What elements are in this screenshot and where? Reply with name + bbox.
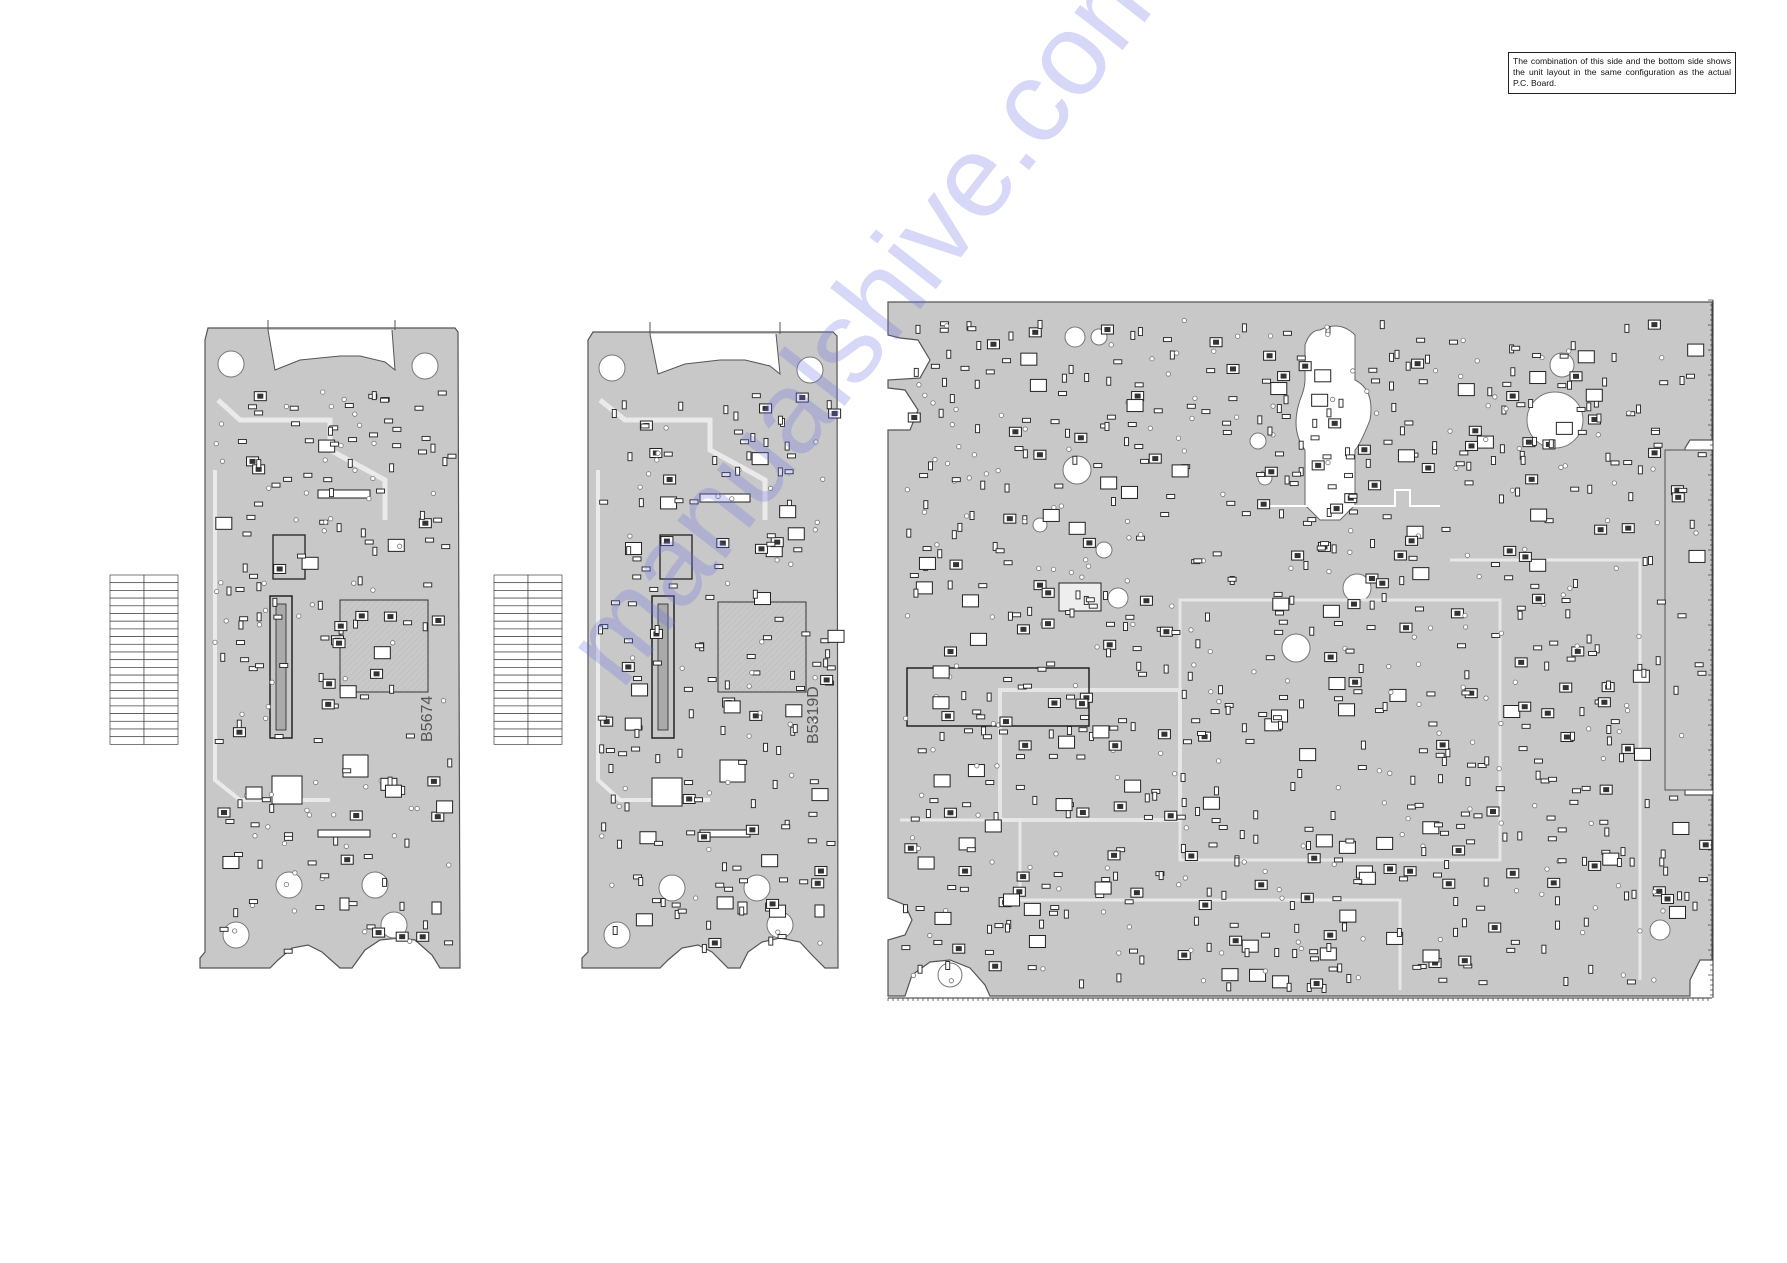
note-text: The combination of this side and the bot…: [1513, 56, 1731, 88]
bottom-ruler: [887, 997, 1712, 1001]
middle-pcb-board: B5319D: [581, 322, 845, 969]
middle-board-label: B5319D: [805, 686, 822, 744]
main-pcb-board: [887, 299, 1714, 1001]
middle-ribbon-connector: [493, 574, 563, 745]
left-ribbon-connector: [109, 574, 179, 745]
right-ruler: [1708, 299, 1714, 998]
left-pcb-board: B5674: [199, 320, 461, 969]
left-board-label: B5674: [419, 696, 436, 742]
board-orientation-note: The combination of this side and the bot…: [1508, 52, 1736, 94]
